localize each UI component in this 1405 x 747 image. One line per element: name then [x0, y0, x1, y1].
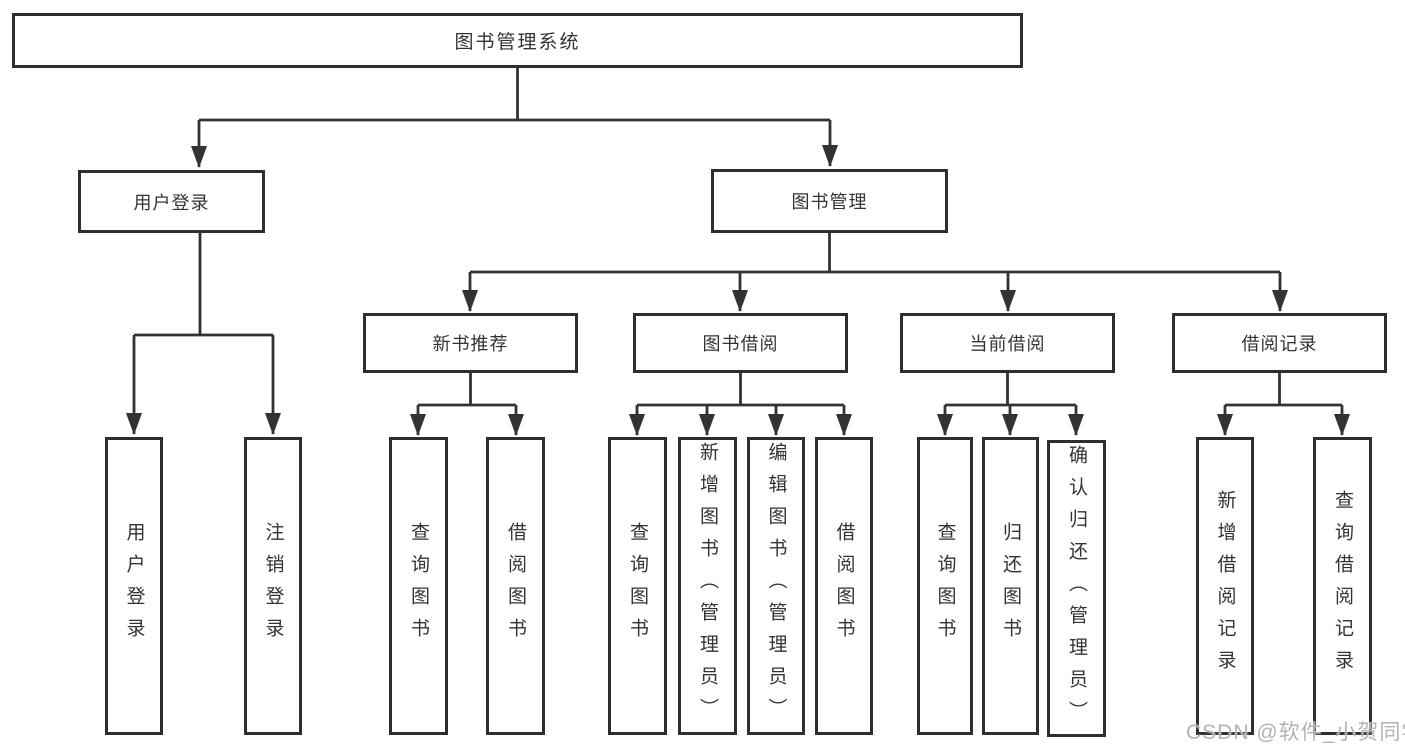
node-user-login-group: 用户登录 — [78, 170, 265, 233]
node-current-borrowing: 当前借阅 — [900, 313, 1115, 373]
node-leaf-current-return: 归还图书 — [982, 437, 1039, 735]
connector-newbook-bus — [418, 373, 516, 407]
node-root-library-system: 图书管理系统 — [12, 13, 1023, 68]
node-leaf-record-query: 查询借阅记录 — [1313, 437, 1372, 735]
node-leaf-borrow-borrow: 借阅图书 — [815, 437, 873, 735]
node-leaf-newbook-query: 查询图书 — [389, 437, 448, 735]
csdn-watermark: CSDN @软件_小贺同学 — [1186, 721, 1405, 744]
node-leaf-borrow-edit-admin: 编辑图书（管理员） — [747, 437, 805, 735]
node-leaf-newbook-borrow: 借阅图书 — [486, 437, 545, 735]
node-leaf-current-query: 查询图书 — [917, 437, 973, 735]
node-leaf-borrow-query: 查询图书 — [608, 437, 667, 735]
node-leaf-user-login: 用户登录 — [105, 437, 163, 735]
connector-userlogin-bus — [134, 233, 273, 337]
connector-records-bus — [1225, 373, 1342, 407]
connector-root-bus — [199, 68, 830, 122]
node-borrowing-records: 借阅记录 — [1172, 313, 1387, 373]
node-book-management-group: 图书管理 — [711, 169, 948, 233]
node-leaf-current-confirm-admin: 确认归还（管理员） — [1047, 440, 1106, 737]
node-book-borrowing: 图书借阅 — [633, 313, 848, 373]
connector-current-bus — [945, 373, 1076, 407]
node-leaf-logout: 注销登录 — [244, 437, 302, 735]
node-leaf-borrow-add-admin: 新增图书（管理员） — [678, 437, 737, 735]
node-leaf-record-add: 新增借阅记录 — [1196, 437, 1254, 735]
connector-bookmgmt-bus — [470, 233, 1280, 274]
connector-borrow-bus — [637, 373, 844, 407]
node-new-book-recommend: 新书推荐 — [363, 313, 578, 373]
